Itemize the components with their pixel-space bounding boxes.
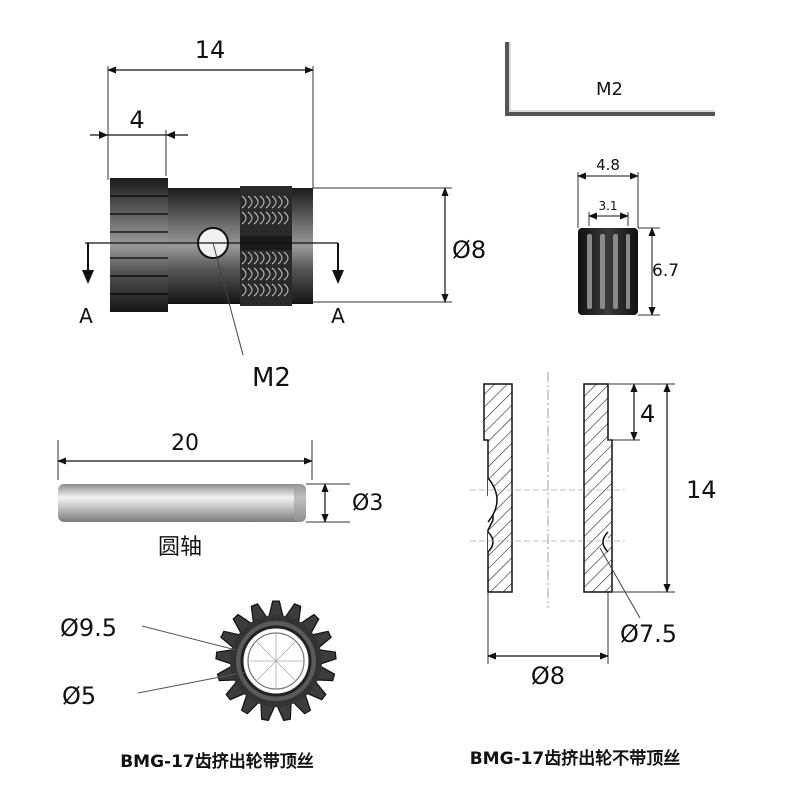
gear-end-caption: BMG-17齿挤出轮带顶丝 [120, 751, 314, 772]
diameter-label: Ø8 [452, 236, 486, 264]
section-diameter-label: Ø8 [531, 662, 565, 690]
shaft-length-label: 20 [171, 431, 199, 456]
section-label-left: A [79, 304, 93, 328]
section-label-right: A [331, 304, 345, 328]
outer-diameter-label: Ø9.5 [60, 614, 117, 642]
groove-diameter-label: Ø7.5 [620, 620, 677, 648]
gear-end-view: Ø9.5 Ø5 BMG-17齿挤出轮带顶丝 [60, 600, 337, 772]
gear-side-view: 14 4 [79, 36, 486, 393]
shaft: 20 Ø3 圆轴 [57, 431, 383, 560]
shaft-diameter-label: Ø3 [352, 491, 383, 516]
length-label: 14 [195, 36, 226, 64]
section-length-label: 14 [686, 476, 717, 504]
section-caption: BMG-17齿挤出轮不带顶丝 [470, 748, 681, 769]
bearing-body [578, 228, 638, 315]
section-gear-length-label: 4 [640, 400, 655, 428]
outer-diameter-leader [141, 625, 237, 651]
gear-length-label: 4 [129, 106, 144, 134]
section-view: 4 14 Ø7.5 Ø8 BMG-17齿挤出轮不带顶丝 [470, 372, 717, 769]
bore-diameter-label: Ø5 [62, 682, 96, 710]
hex-key-label: M2 [596, 79, 623, 100]
shaft-body [58, 484, 306, 522]
bore-diameter-leader [137, 671, 247, 694]
screw-label: M2 [252, 363, 291, 393]
groove-diameter-leader [599, 547, 641, 619]
bearing-height-label: 6.7 [652, 261, 679, 281]
bearing-inner-label: 3.1 [598, 199, 617, 213]
needle-bearing: 4.8 3.1 6.7 [577, 156, 679, 316]
shaft-name: 圆轴 [158, 535, 202, 560]
gear-teeth [110, 178, 168, 312]
bearing-outer-label: 4.8 [596, 156, 620, 174]
hex-key: M2 [505, 42, 715, 116]
screw-leader-line [212, 242, 244, 356]
